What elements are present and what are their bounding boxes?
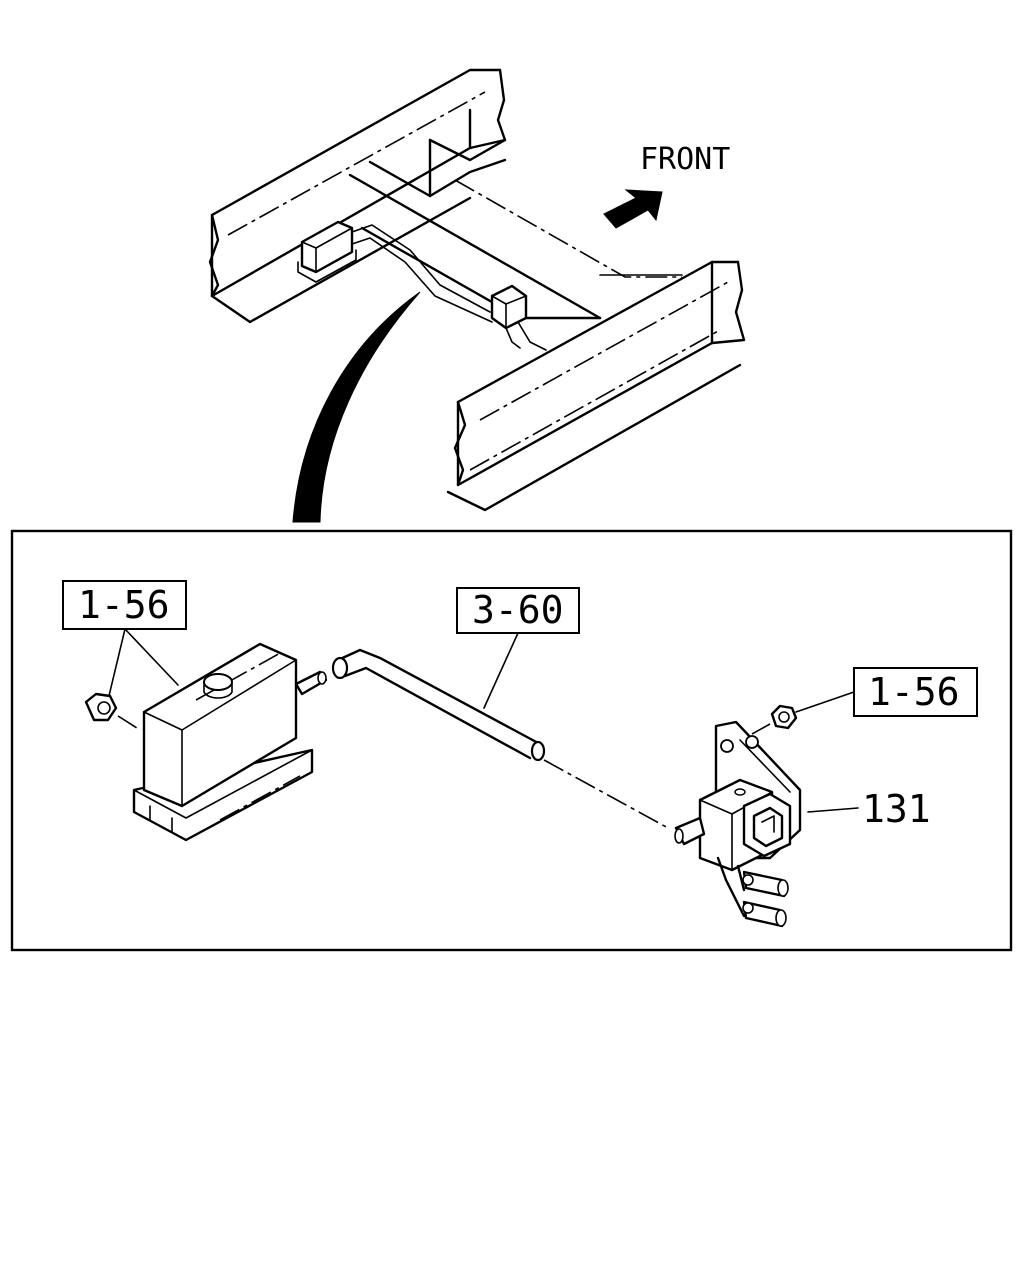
- callout-valve-label: 131: [862, 787, 931, 831]
- vacuum-hose: [331, 648, 669, 829]
- solenoid-valve: [674, 720, 802, 928]
- callout-left-nut-label: 1-56: [78, 583, 170, 627]
- front-direction-label: FRONT: [640, 142, 730, 177]
- nut-right: [751, 704, 798, 735]
- nut-left: [84, 692, 141, 731]
- canister: [132, 642, 328, 842]
- curved-pointer-arrow-icon: [292, 291, 421, 523]
- callout-hose: 3-60: [456, 587, 580, 709]
- callout-right-nut-label: 1-56: [868, 670, 960, 714]
- callout-left-nut: 1-56: [62, 580, 187, 701]
- callout-valve: 131: [807, 787, 931, 831]
- vehicle-frame-overview: [208, 68, 746, 512]
- front-arrow-icon: [603, 189, 663, 229]
- callout-right-nut: 1-56: [795, 667, 978, 717]
- callout-hose-label: 3-60: [472, 588, 564, 632]
- detail-box: [10, 529, 1013, 952]
